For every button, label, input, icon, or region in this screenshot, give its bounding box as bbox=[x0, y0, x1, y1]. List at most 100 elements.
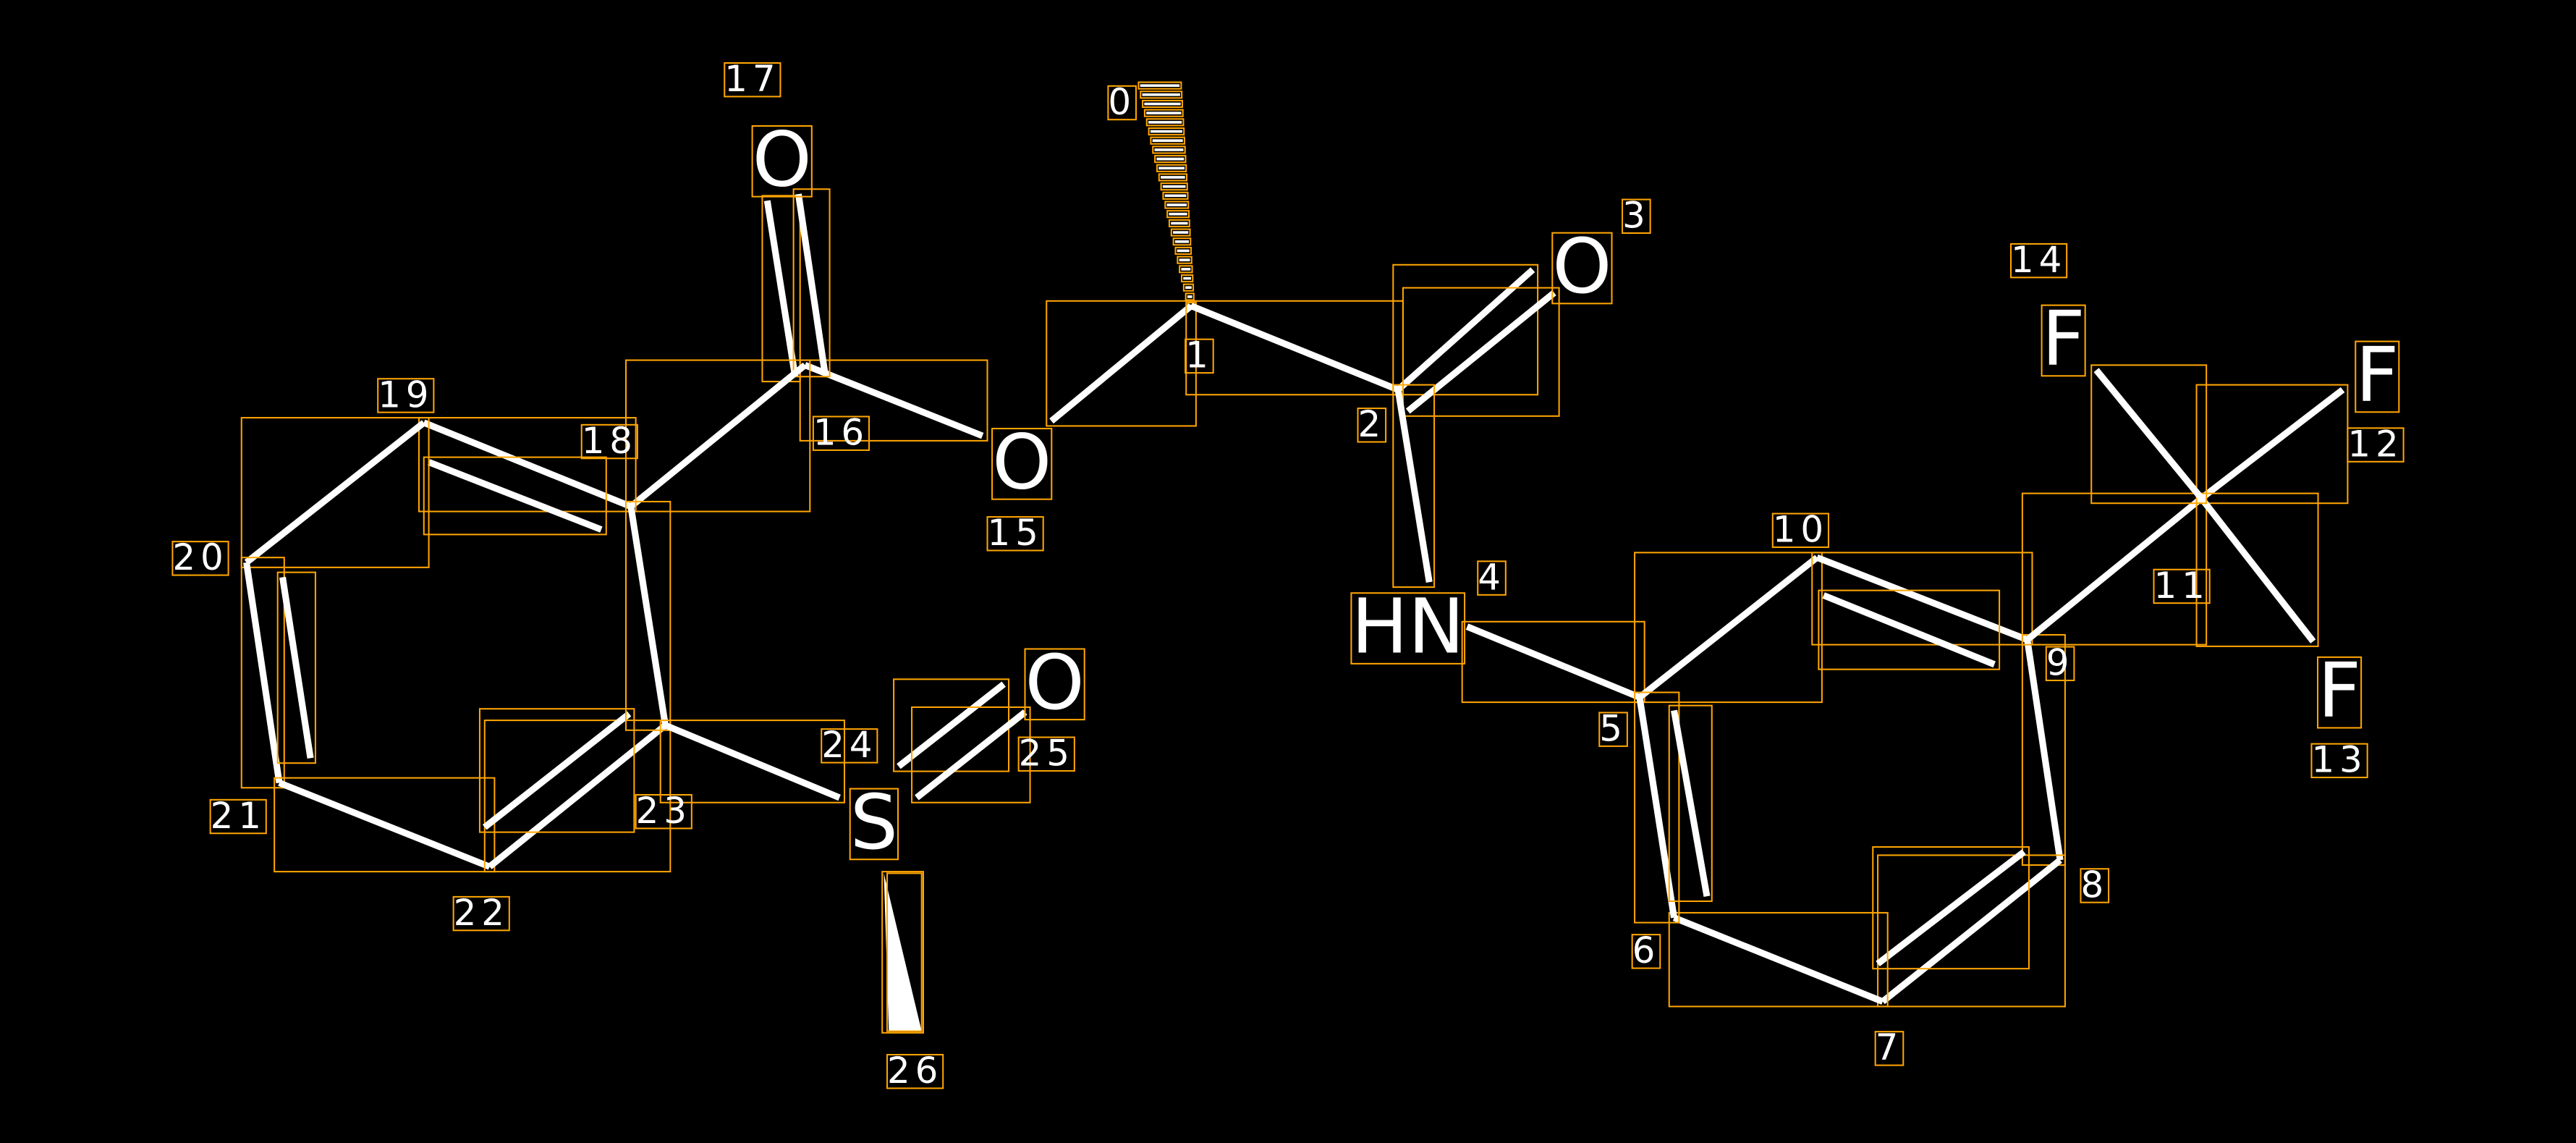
bond-24-25 bbox=[915, 709, 1028, 801]
bond-6-5 bbox=[1671, 709, 1711, 898]
bond-9-8-box bbox=[2021, 633, 2066, 866]
bond-11-14-box bbox=[2090, 364, 2208, 505]
bonds-layer bbox=[240, 81, 2349, 1034]
bond-1-2 bbox=[1190, 303, 1399, 393]
bond-1-0-hash-box bbox=[1145, 118, 1185, 127]
atom-8-index-box bbox=[2080, 868, 2110, 903]
atom-15-index: 15 bbox=[988, 512, 1043, 554]
bond-10-9 bbox=[1816, 554, 2029, 644]
atom-12-index: 12 bbox=[2347, 423, 2403, 465]
bond-1-0-hash-box bbox=[1158, 173, 1188, 182]
atom-7-index: 7 bbox=[1876, 1026, 1904, 1068]
bond-22-23 bbox=[482, 711, 632, 830]
bond-1-0-hash-box bbox=[1174, 246, 1192, 256]
atom-25-index: 25 bbox=[1019, 733, 1075, 775]
bond-1-0-hash-box bbox=[1170, 228, 1191, 237]
atom-14-symbol-box bbox=[2041, 304, 2086, 377]
atom-24-symbol: S bbox=[850, 778, 898, 866]
bond-10-9-box bbox=[1818, 589, 2001, 670]
atom-5-index: 5 bbox=[1599, 707, 1627, 749]
atom-18-index: 18 bbox=[582, 420, 637, 462]
bond-1-0-hash-box bbox=[1182, 283, 1195, 292]
bond-24-26-box bbox=[881, 871, 924, 1034]
atom-0-index: 0 bbox=[1108, 81, 1136, 123]
atom-15-symbol: O bbox=[992, 418, 1051, 506]
bond-6-5-box bbox=[1668, 704, 1713, 903]
atom-17-symbol: O bbox=[753, 115, 812, 203]
bond-1-0-hash-box bbox=[1142, 99, 1183, 109]
atom-22-index-box bbox=[452, 895, 510, 932]
bond-1-0-hash-box bbox=[1185, 292, 1195, 301]
atom-2-index-box bbox=[1357, 408, 1387, 443]
atom-24-index: 24 bbox=[821, 724, 877, 766]
atom-4-symbol-box bbox=[1350, 592, 1466, 665]
bond-16-18-box bbox=[625, 359, 811, 513]
atom-3-index-box bbox=[1622, 198, 1651, 235]
bond-11-14 bbox=[2093, 368, 2204, 501]
atom-12-index-box bbox=[2347, 427, 2405, 463]
atom-26-index-box bbox=[886, 1053, 944, 1089]
atom-11-index: 11 bbox=[2154, 565, 2210, 607]
atom-14-index: 14 bbox=[2011, 239, 2067, 281]
bond-23-18 bbox=[627, 506, 669, 726]
bond-8-7-box bbox=[1872, 846, 2030, 970]
atom-6-index-box bbox=[1631, 934, 1661, 969]
bond-1-0-hash-box bbox=[1164, 201, 1190, 209]
bond-20-21-box bbox=[240, 557, 285, 789]
bond-19-20 bbox=[244, 420, 426, 565]
bond-5-10 bbox=[1637, 554, 1819, 700]
atom-13-index: 13 bbox=[2311, 739, 2367, 781]
atom-7-index-box bbox=[1874, 1031, 1905, 1066]
bond-1-0-hash-box bbox=[1154, 155, 1187, 164]
bond-24-25-box bbox=[911, 706, 1031, 804]
atom-24-index-box bbox=[821, 728, 878, 764]
bond-1-0-hash-box bbox=[1150, 136, 1185, 145]
bond-7-6-box bbox=[1668, 911, 1889, 1008]
atom-13-symbol-box bbox=[2317, 656, 2363, 729]
bond-1-0-hash-box bbox=[1162, 191, 1189, 200]
atom-18-index-box bbox=[580, 423, 638, 460]
atom-9-index: 9 bbox=[2046, 642, 2075, 684]
bond-9-8 bbox=[2024, 639, 2064, 861]
bond-2-3 bbox=[1405, 290, 1556, 414]
atom-15-index-box bbox=[986, 516, 1044, 552]
atom-13-symbol: F bbox=[2318, 646, 2361, 735]
atom-25-symbol: O bbox=[1025, 638, 1084, 727]
atom-8-index: 8 bbox=[2080, 864, 2109, 906]
bond-1-0-hash-box bbox=[1179, 265, 1193, 274]
atom-17-symbol-box bbox=[751, 125, 813, 198]
atom-19-index: 19 bbox=[378, 374, 433, 416]
bond-16-15-box bbox=[799, 359, 988, 442]
bond-2-4-box bbox=[1392, 384, 1436, 589]
atom-5-index-box bbox=[1598, 712, 1628, 747]
bond-11-13 bbox=[2198, 496, 2316, 644]
bond-8-7-box bbox=[1877, 854, 2066, 1008]
bond-9-11 bbox=[2025, 495, 2204, 643]
bond-20-21-box bbox=[276, 571, 316, 764]
atom-0-index-box bbox=[1107, 85, 1137, 121]
bond-19-20-box bbox=[240, 417, 430, 568]
bond-22-23 bbox=[487, 722, 668, 869]
atom-3-symbol-box bbox=[1551, 232, 1613, 305]
bond-1-0-hash-box bbox=[1156, 164, 1187, 172]
atom-9-index-box bbox=[2045, 646, 2075, 681]
atom-4-index-box bbox=[1477, 560, 1507, 596]
atom-25-symbol-box bbox=[1024, 648, 1085, 721]
bond-16-17 bbox=[795, 193, 829, 373]
bond-2-4 bbox=[1394, 389, 1433, 583]
bond-20-21 bbox=[243, 562, 283, 784]
atom-10-index: 10 bbox=[1773, 509, 1829, 551]
bond-23-18-box bbox=[625, 500, 671, 731]
bond-5-10-box bbox=[1634, 552, 1823, 704]
bond-11-12 bbox=[2199, 387, 2345, 502]
atom-4-index: 4 bbox=[1478, 556, 1506, 598]
atom-16-index-box bbox=[812, 416, 870, 451]
bond-6-5-box bbox=[1634, 691, 1680, 924]
atom-22-index: 22 bbox=[454, 892, 509, 934]
atom-4-symbol: HN bbox=[1351, 583, 1465, 671]
bond-18-19-box bbox=[418, 417, 637, 513]
atom-21-index-box bbox=[209, 798, 267, 835]
bond-1-0-hash-box bbox=[1177, 256, 1192, 264]
